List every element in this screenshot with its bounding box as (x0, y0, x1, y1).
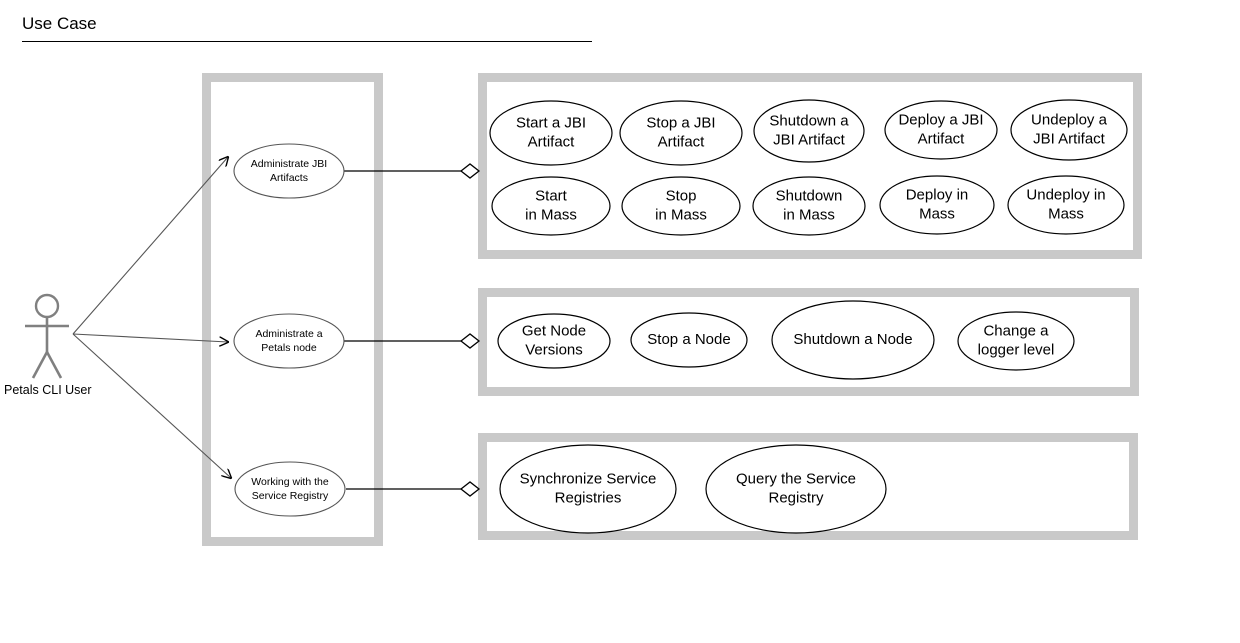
use-case-label: Administrate JBI (251, 158, 327, 170)
use-case-change-a-logger-level[interactable]: Change a logger level (957, 311, 1075, 371)
use-case-administrate-petals-node[interactable]: Administrate a Petals node (233, 313, 345, 369)
use-case-label: Artifact (528, 133, 576, 150)
use-case-label: Undeploy in (1026, 186, 1105, 203)
use-case-label: Mass (1048, 205, 1084, 222)
use-case-label: Mass (919, 205, 955, 222)
use-case-label: in Mass (655, 206, 707, 223)
use-case-label: Shutdown a (769, 112, 849, 129)
use-case-deploy-a-jbi-artifact[interactable]: Deploy a JBI Artifact (884, 100, 998, 160)
use-case-label: Registry (768, 489, 824, 506)
use-case-label: Synchronize Service (520, 470, 657, 487)
use-case-label: Administrate a (255, 328, 322, 340)
use-case-stop-in-mass[interactable]: Stop in Mass (621, 176, 741, 236)
use-case-label: Versions (525, 341, 583, 358)
use-case-label: Start a JBI (516, 114, 586, 131)
use-case-stop-a-jbi-artifact[interactable]: Stop a JBI Artifact (619, 100, 743, 166)
use-case-label: Get Node (522, 322, 586, 339)
use-case-undeploy-in-mass[interactable]: Undeploy in Mass (1007, 175, 1125, 235)
association-actor-to-working-with-service-registry (72, 333, 231, 478)
actor-label: Petals CLI User (4, 383, 92, 397)
aggregation-diamond-icon (459, 481, 481, 497)
use-case-label: Shutdown a Node (793, 331, 912, 348)
use-case-shutdown-a-jbi-artifact[interactable]: Shutdown a JBI Artifact (753, 99, 865, 163)
use-case-label: Service Registry (252, 490, 329, 502)
use-case-label: Working with the (251, 476, 329, 488)
use-case-label: Artifact (658, 133, 706, 150)
group-connectors (344, 163, 481, 497)
use-case-label: Artifacts (270, 172, 308, 184)
use-case-undeploy-a-jbi-artifact[interactable]: Undeploy a JBI Artifact (1010, 99, 1128, 161)
use-case-label: Registries (555, 489, 622, 506)
title-divider (22, 41, 592, 42)
use-case-label: Start (535, 187, 568, 204)
actor-association-lines (72, 157, 231, 478)
page-title: Use Case (22, 14, 97, 33)
use-case-label: in Mass (525, 206, 577, 223)
use-case-administrate-jbi-artifacts[interactable]: Administrate JBI Artifacts (233, 143, 345, 199)
use-case-label: Stop a Node (647, 331, 730, 348)
use-case-label: Petals node (261, 342, 317, 354)
use-case-label: Stop (666, 187, 697, 204)
use-case-label: Shutdown (776, 187, 843, 204)
use-case-label: Query the Service (736, 470, 856, 487)
actor-stick-figure-icon (25, 293, 69, 379)
aggregation-diamond-icon (459, 163, 481, 179)
use-case-shutdown-in-mass[interactable]: Shutdown in Mass (752, 176, 866, 236)
use-case-deploy-in-mass[interactable]: Deploy in Mass (879, 175, 995, 235)
use-case-label: JBI Artifact (1033, 130, 1106, 147)
use-case-shutdown-a-node[interactable]: Shutdown a Node (771, 300, 935, 380)
association-actor-to-administrate-jbi-artifacts (72, 157, 228, 335)
use-case-label: in Mass (783, 206, 835, 223)
use-case-stop-a-node[interactable]: Stop a Node (630, 312, 748, 368)
use-case-label: Artifact (918, 130, 966, 147)
use-case-label: Stop a JBI (646, 114, 715, 131)
use-case-label: Deploy in (906, 186, 969, 203)
use-case-label: JBI Artifact (773, 131, 846, 148)
use-case-label: logger level (978, 341, 1055, 358)
use-case-start-in-mass[interactable]: Start in Mass (491, 176, 611, 236)
association-actor-to-administrate-petals-node (72, 333, 228, 342)
use-case-label: Change a (983, 322, 1049, 339)
aggregation-diamond-icon (459, 333, 481, 349)
use-case-start-a-jbi-artifact[interactable]: Start a JBI Artifact (489, 100, 613, 166)
use-case-label: Undeploy a (1031, 111, 1108, 128)
use-case-label: Deploy a JBI (898, 111, 983, 128)
